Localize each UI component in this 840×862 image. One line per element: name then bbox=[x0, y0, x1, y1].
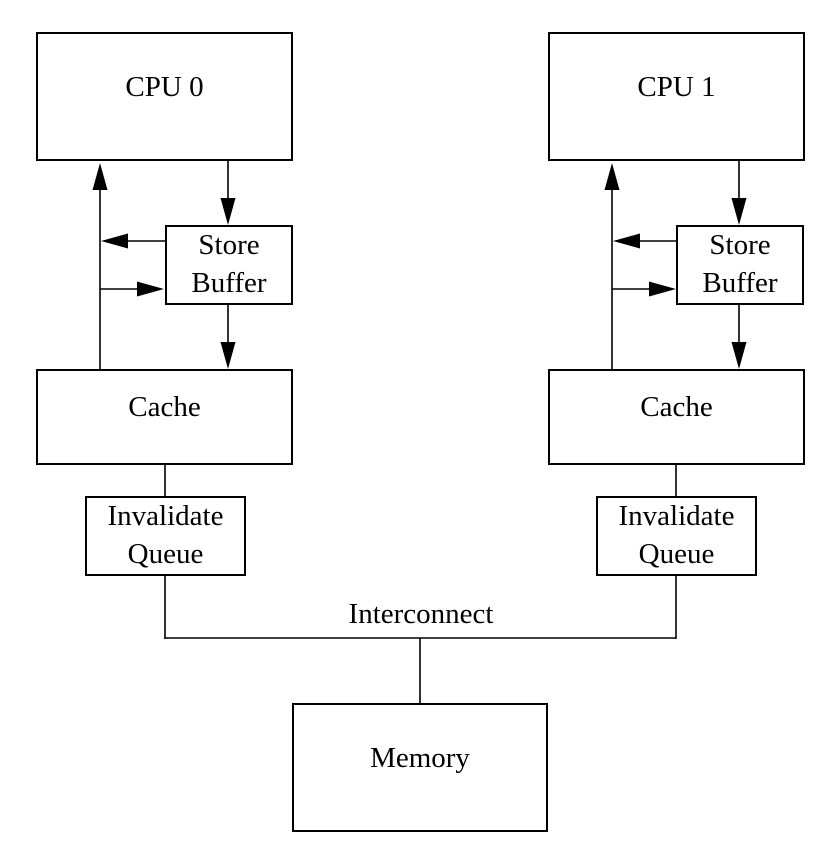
arrow-store-buffer0-to-load-path bbox=[101, 233, 165, 249]
cache1-label: Cache bbox=[640, 391, 713, 424]
memory-label: Memory bbox=[370, 741, 470, 774]
store-buffer0-label: Store Buffer bbox=[191, 229, 267, 299]
store-buffer1-label: Store Buffer bbox=[702, 229, 778, 299]
arrow-cpu0-to-store-buffer0 bbox=[220, 161, 236, 225]
arrow-load-path-to-store-buffer0 bbox=[100, 281, 164, 297]
arrow-cache1-to-cpu1 bbox=[604, 163, 620, 369]
arrow-store-buffer1-to-cache1 bbox=[731, 305, 747, 369]
invalidate-queue0-label: Invalidate Queue bbox=[107, 500, 224, 570]
arrow-store-buffer0-to-cache0 bbox=[220, 305, 236, 369]
cpu1-label: CPU 1 bbox=[637, 70, 716, 103]
arrow-cpu1-to-store-buffer1 bbox=[731, 161, 747, 225]
arrow-cache0-to-cpu0 bbox=[92, 163, 108, 369]
arrow-load-path-to-store-buffer1 bbox=[612, 281, 676, 297]
store-buffer1-box: Store Buffer bbox=[676, 225, 804, 305]
cache1-box: Cache bbox=[548, 369, 805, 465]
arrow-store-buffer1-to-load-path bbox=[613, 233, 676, 249]
interconnect-label: Interconnect bbox=[348, 598, 494, 630]
invalidate-queue1-label: Invalidate Queue bbox=[618, 500, 735, 570]
store-buffer0-box: Store Buffer bbox=[165, 225, 293, 305]
cache0-label: Cache bbox=[128, 391, 201, 424]
cpu0-label: CPU 0 bbox=[125, 70, 204, 103]
cpu1-box: CPU 1 bbox=[548, 32, 805, 161]
cache0-box: Cache bbox=[36, 369, 293, 465]
invalidate-queue1-box: Invalidate Queue bbox=[596, 496, 757, 576]
cpu0-box: CPU 0 bbox=[36, 32, 293, 161]
invalidate-queue0-box: Invalidate Queue bbox=[85, 496, 246, 576]
memory-box: Memory bbox=[292, 703, 548, 832]
